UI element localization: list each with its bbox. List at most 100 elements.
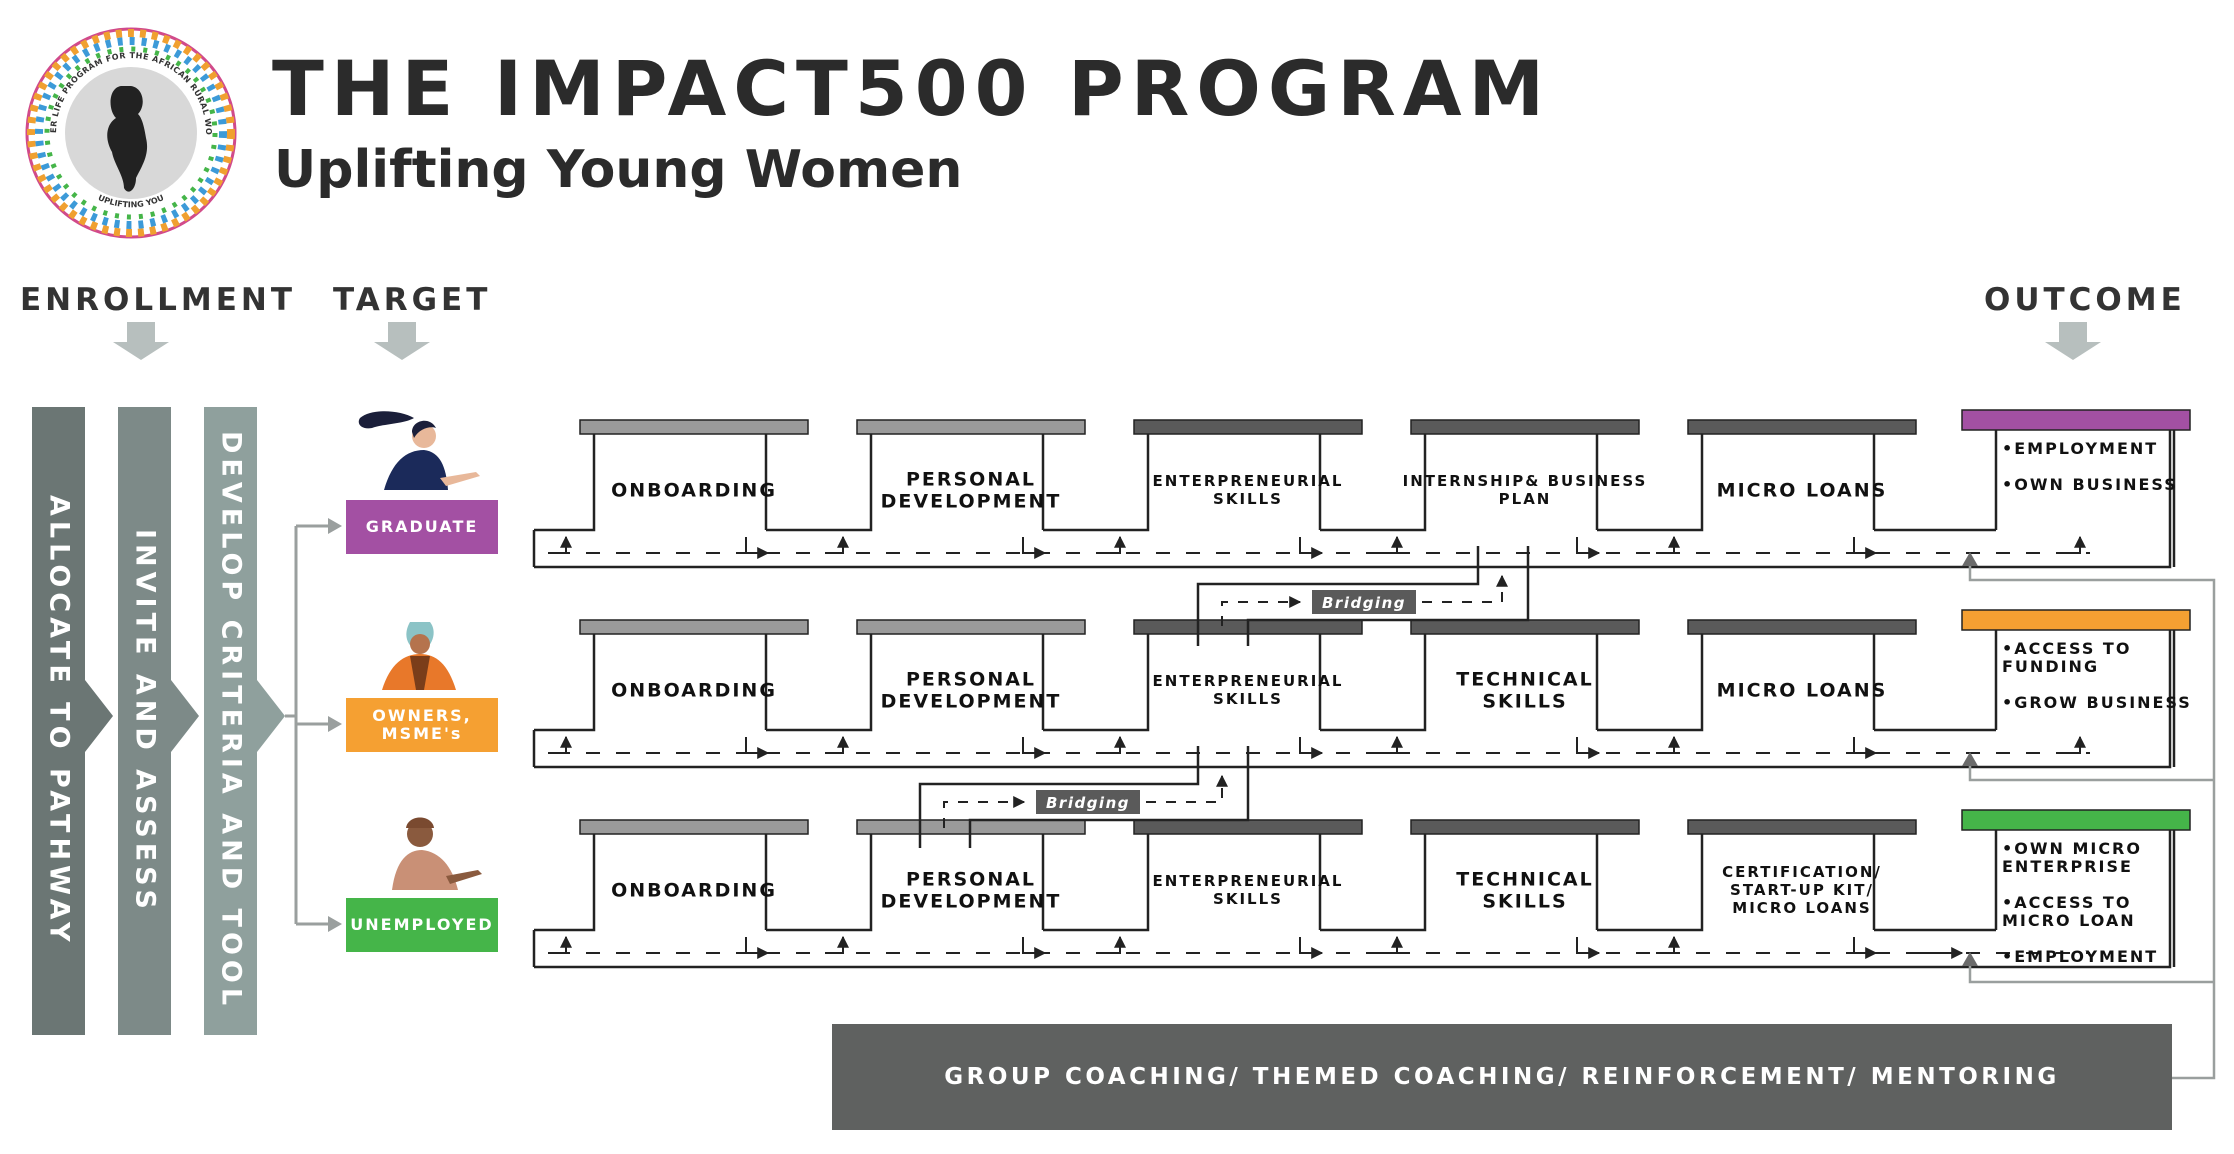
target-connector [285,524,330,926]
step-bar [1133,819,1363,835]
step-bar [579,419,809,435]
step-label-line: TECHNICAL [1456,668,1594,690]
enroll-bar-develop [204,407,285,1035]
step-label-line: PLAN [1499,490,1552,508]
owner-figure [382,622,456,690]
step-label-line: MICRO LOANS [1732,899,1871,917]
graduate-figure [358,411,480,490]
step-label-line: PERSONAL [906,868,1036,890]
step-label-line: ONBOARDING [611,479,777,501]
flow-arrows [548,935,2090,959]
step-label-line: INTERNSHIP& BUSINESS [1403,472,1648,490]
outcome-list: •EMPLOYMENT •OWN BUSINESS [2002,439,2178,494]
enrollment-heading: ENROLLMENT [20,282,296,318]
step-label-line: PERSONAL [906,468,1036,490]
outcome-list: •ACCESS TO FUNDING •GROW BUSINESS [2002,639,2192,712]
step-label: CERTIFICATION/START-UP KIT/MICRO LOANS [1722,863,1882,917]
enroll-bar-allocate [32,407,113,1035]
step-label-line: MICRO LOANS [1717,479,1888,501]
step-bar [1410,419,1640,435]
bridging-label: Bridging [1322,594,1406,612]
outcome-item: ENTERPRISE [2002,857,2133,876]
flow-arrows [548,735,2090,759]
step-label-line: TECHNICAL [1456,868,1594,890]
enrollment-down-arrow [113,322,169,360]
coaching-bar [832,1024,2172,1130]
step-bar [579,819,809,835]
bridging-tag [1036,790,1140,814]
target-down-arrow [374,322,430,360]
enroll-label-develop: DEVELOP CRITERIA AND TOOL [215,431,247,1011]
step-label-line: PERSONAL [906,668,1036,690]
outcome-item: •EMPLOYMENT [2002,439,2158,458]
step-label-line: ENTERPRENEURIAL [1153,672,1344,690]
step-bar [579,619,809,635]
coaching-feedback-lines [1968,562,2216,1080]
outcome-color-bar [1961,609,2191,631]
step-label-line: DEVELOPMENT [881,890,1062,912]
outcome-list: •OWN MICRO ENTERPRISE •ACCESS TO MICRO LO… [2002,839,2158,966]
logo: BETTER LIFE PROGRAM FOR THE AFRICAN RURA… [24,26,237,239]
step-bar [1133,419,1363,435]
step-label: ONBOARDING [611,479,777,501]
target-graduate: GRADUATE [346,500,498,554]
coaching-label: GROUP COACHING/ THEMED COACHING/ REINFOR… [944,1064,2060,1090]
bridging-1: Bridging [1196,546,1530,646]
bridging-tag [1312,590,1416,614]
outcome-item: •ACCESS TO [2002,639,2131,658]
unemployed-figure [392,817,482,890]
enroll-label-allocate: ALLOCATE TO PATHWAY [43,495,75,947]
outcome-item: •GROW BUSINESS [2002,693,2192,712]
step-label: MICRO LOANS [1717,679,1888,701]
target-unemployed: UNEMPLOYED [346,898,498,952]
step-bar [1687,819,1917,835]
step-bar [1410,819,1640,835]
step-bar [1687,619,1917,635]
step-label-line: SKILLS [1482,690,1567,712]
bridging-label: Bridging [1046,794,1130,812]
step-label-line: DEVELOPMENT [881,490,1062,512]
page-title: THE IMPACT500 PROGRAM [272,44,1552,133]
outcome-item: •ACCESS TO [2002,893,2131,912]
step-label-line: DEVELOPMENT [881,690,1062,712]
step-label-line: ENTERPRENEURIAL [1153,472,1344,490]
step-label-line: ENTERPRENEURIAL [1153,872,1344,890]
outcome-item: •OWN BUSINESS [2002,475,2178,494]
outcome-item: •OWN MICRO [2002,839,2142,858]
outcome-down-arrow [2045,322,2101,360]
outcome-heading: OUTCOME [1984,282,2186,318]
page-subtitle: Uplifting Young Women [274,140,963,200]
target-heading: TARGET [333,282,492,318]
step-bar [856,419,1086,435]
step-label: MICRO LOANS [1717,479,1888,501]
step-label-line: ONBOARDING [611,879,777,901]
step-label-line: ONBOARDING [611,679,777,701]
outcome-color-bar [1961,409,2191,431]
flow-arrows [548,535,2090,559]
step-label: ONBOARDING [611,679,777,701]
outcome-item: •EMPLOYMENT [2002,947,2158,966]
step-bar [1410,619,1640,635]
outcome-color-bar [1961,809,2191,831]
outcome-item: FUNDING [2002,657,2099,676]
step-label-line: SKILLS [1213,490,1283,508]
step-label: ONBOARDING [611,879,777,901]
step-label-line: START-UP KIT/ [1730,881,1874,899]
step-bar [1687,419,1917,435]
outcome-item: MICRO LOAN [2002,911,2136,930]
step-label-line: CERTIFICATION/ [1722,863,1882,881]
target-owners: OWNERS, MSME's [346,698,498,752]
step-label-line: SKILLS [1482,890,1567,912]
bridging-2: Bridging [918,746,1250,848]
step-label-line: MICRO LOANS [1717,679,1888,701]
